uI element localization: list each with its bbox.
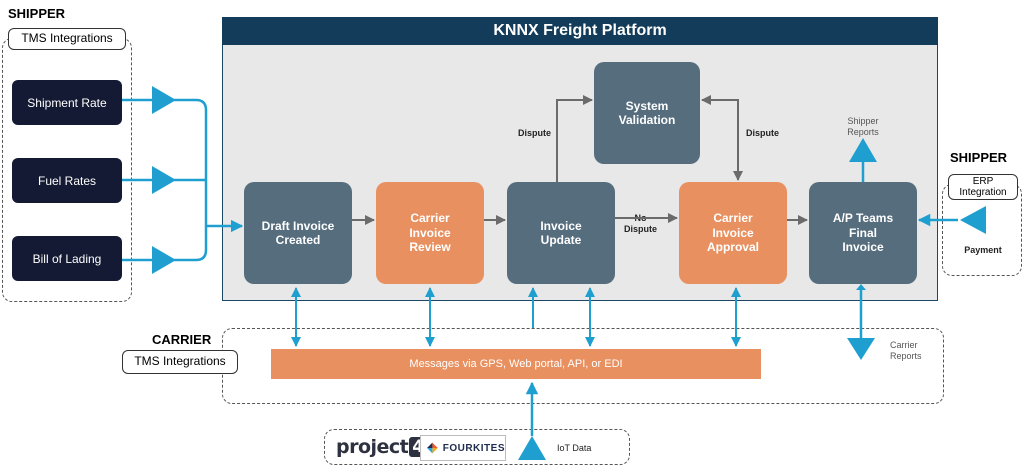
validation-approval-dispute-arrow	[701, 95, 743, 181]
shipper-reports-connector	[849, 138, 877, 182]
carrier-heading: CARRIER	[152, 332, 212, 347]
iot-data-triangle	[518, 436, 546, 460]
erp-payment-connector	[917, 206, 986, 234]
platform-title: KNNX Freight Platform	[222, 17, 938, 45]
carrier-invoice-review-step: Carrier Invoice Review	[376, 182, 484, 284]
carrier-reports-small-head	[856, 284, 866, 290]
carrier-invoice-approval-step: Carrier Invoice Approval	[679, 182, 787, 284]
carrier-tms-integrations-label: TMS Integrations	[122, 350, 238, 374]
iot-data-connector	[518, 381, 546, 460]
draft-invoice-created-step: Draft Invoice Created	[244, 182, 352, 284]
invoice-update-step: Invoice Update	[507, 182, 615, 284]
bill-of-lading-line	[122, 220, 208, 262]
project44-name: project	[336, 436, 409, 458]
carrier-reports-label: Carrier Reports	[890, 340, 922, 361]
ap-teams-final-invoice-step: A/P Teams Final Invoice	[809, 182, 917, 284]
payment-label: Payment	[964, 245, 1002, 255]
update-to-validation-arrow	[556, 95, 593, 182]
shipper-reports-label: Shipper Reports	[847, 116, 879, 137]
shipper-right-heading: SHIPPER	[950, 150, 1008, 165]
dispute-right-label: Dispute	[746, 128, 780, 138]
fourkites-mark-icon	[427, 442, 438, 454]
erp-integration-label: ERP Integration	[948, 174, 1018, 200]
fuel-rates-box: Fuel Rates	[12, 158, 122, 203]
dispute-left-label: Dispute	[518, 128, 552, 138]
shipper-reports-triangle	[849, 138, 877, 162]
shipper-source-connectors	[122, 86, 244, 274]
payment-triangle	[960, 206, 986, 234]
messaging-connectors	[291, 287, 741, 347]
iot-data-label: IoT Data	[557, 443, 592, 453]
carrier-reports-connector	[847, 284, 875, 360]
shipment-rate-line	[122, 98, 208, 220]
system-validation-step: System Validation	[594, 62, 700, 164]
shipper-tms-integrations-label: TMS Integrations	[8, 28, 126, 50]
shipment-rate-box: Shipment Rate	[12, 80, 122, 125]
iot-partners-group	[324, 429, 630, 465]
carrier-reports-triangle	[847, 338, 875, 360]
fourkites-logo: FOURKITES	[420, 435, 506, 461]
fourkites-wordmark: FOURKITES	[442, 442, 505, 454]
bill-of-lading-box: Bill of Lading	[12, 236, 122, 281]
workflow-connectors	[352, 95, 808, 225]
messages-channel-bar: Messages via GPS, Web portal, API, or ED…	[271, 349, 761, 379]
shipper-left-heading: SHIPPER	[8, 6, 66, 21]
